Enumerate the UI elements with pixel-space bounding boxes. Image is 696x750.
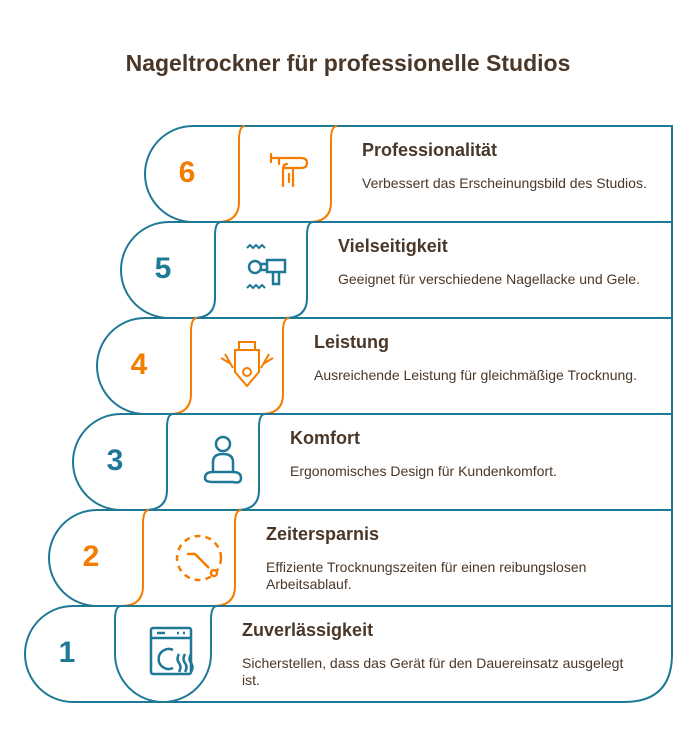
step-shape-1 bbox=[24, 605, 673, 704]
step-description: Sicherstellen, dass das Gerät für den Da… bbox=[242, 655, 624, 688]
engine-power-icon bbox=[217, 336, 277, 396]
step-title: Zeitersparnis bbox=[266, 524, 380, 544]
step-number: 6 bbox=[178, 156, 196, 189]
step-number: 2 bbox=[82, 540, 100, 573]
dryer-machine-icon bbox=[145, 624, 205, 684]
step-description: Geeignet für verschiedene Nagellacke und… bbox=[338, 271, 640, 287]
step-description: Ergonomisches Design für Kundenkomfort. bbox=[290, 463, 557, 479]
step-number: 3 bbox=[106, 444, 124, 477]
timer-icon bbox=[169, 528, 229, 588]
step-number: 4 bbox=[130, 348, 148, 381]
step-title: Vielseitigkeit bbox=[338, 236, 448, 256]
step-number: 1 bbox=[58, 636, 76, 669]
step-description: Effiziente Trocknungszeiten für einen re… bbox=[266, 559, 587, 592]
massage-gun-icon bbox=[241, 240, 301, 300]
step-title: Professionalität bbox=[362, 140, 498, 160]
step-description: Ausreichende Leistung für gleichmäßige T… bbox=[314, 367, 637, 383]
page-title: Nageltrockner für professionelle Studios bbox=[125, 50, 571, 76]
step-title: Leistung bbox=[314, 332, 389, 352]
step-title: Zuverlässigkeit bbox=[242, 620, 374, 640]
hand-nail-dryer-icon bbox=[265, 144, 325, 204]
step-number: 5 bbox=[154, 252, 172, 285]
step-title: Komfort bbox=[290, 428, 360, 448]
step-description: Verbessert das Erscheinungsbild des Stud… bbox=[362, 175, 647, 191]
relaxing-person-icon bbox=[193, 432, 253, 492]
